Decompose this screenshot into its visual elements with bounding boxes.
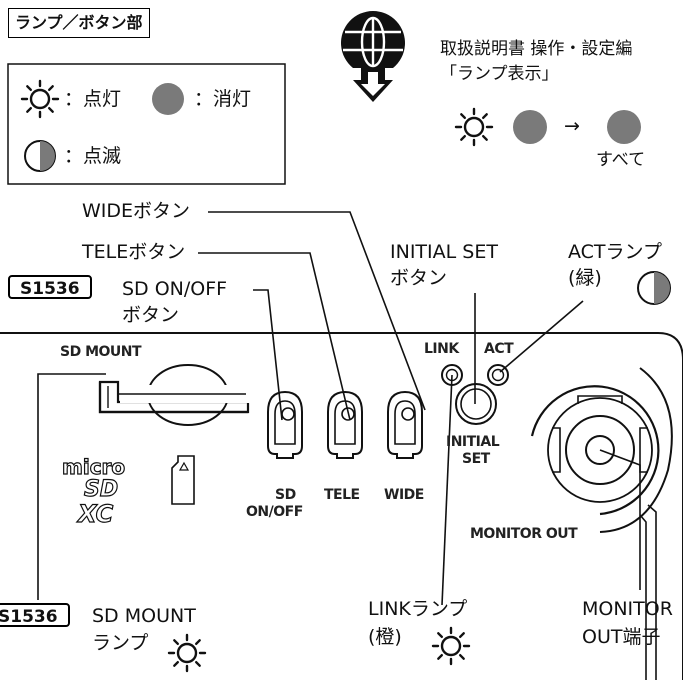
legend-box [7,63,286,185]
link-lamp-callout-line1: LINKランプ [368,598,468,620]
panel-wide-label: WIDE [384,487,424,503]
sd-mount-callout-line2: ランプ [92,632,149,654]
legend-lit-label: ：点灯 [64,88,122,110]
initial-set-callout-line2: ボタン [390,267,448,289]
panel-act-label: ACT [484,341,514,357]
manual-arrow: → [564,115,580,137]
leader-lines [37,211,641,606]
link-lamp-callout-line2: (橙) [368,626,402,648]
legend-blink-label: ：点滅 [64,145,122,167]
manual-lit-icon [454,107,494,147]
tele-leader [198,252,351,421]
model-badge-bottom: S1536 [0,603,70,627]
panel-sd-mount-label: SD MOUNT [60,344,142,360]
sd-onoff-callout-line2: ボタン [122,304,180,326]
wide-leader [208,211,426,411]
wide-button-shape [387,391,423,459]
tele-button-callout: TELEボタン [82,241,186,263]
sd-mount-leader [37,373,106,600]
link-leader [441,374,453,606]
legend-title: ランプ／ボタン部 [8,8,150,38]
manual-all-off-icon [607,110,641,144]
xc-text: XC [76,500,114,528]
wide-button-callout: WIDEボタン [82,200,191,222]
act-leader [499,300,584,373]
globe-download-icon [341,11,405,102]
sd-mount-callout-line1: SD MOUNT [92,605,196,627]
initial-set-button-shape [455,383,497,425]
panel-initial-label: INITIAL [446,434,500,450]
panel-link-label: LINK [424,341,459,357]
micro-text: micro [62,455,125,479]
sd-onoff-button-shape [267,391,303,459]
sd-onoff-leader [253,289,283,421]
microsd-logo: micro SD XC [61,454,125,528]
act-lamp-callout-line1: ACTランプ [568,241,662,263]
legend-off-label: ：消灯 [194,88,252,110]
legend-lit-icon [20,79,60,119]
legend-off-icon [152,83,184,115]
monitor-callout-line2: OUT端子 [582,626,661,648]
link-lit-icon [431,626,471,666]
monitor-leader [599,449,641,590]
manual-line2: 「ランプ表示」 [440,64,559,84]
legend-blink-icon [24,140,56,172]
sd-card-slot [98,364,250,426]
act-blink-icon [637,271,671,305]
panel-tele-label: TELE [324,487,360,503]
initial-set-callout-line1: INITIAL SET [390,241,498,263]
panel-sd-label: SD [275,487,296,503]
sd-logo-text: SD [84,477,118,502]
act-lamp-callout-line2: (緑) [568,267,602,289]
sd-mount-lit-icon [167,633,207,673]
manual-line1: 取扱説明書 操作・設定編 [440,39,633,59]
manual-all-label: すべて [596,150,646,170]
manual-off-icon [513,110,547,144]
sd-onoff-callout-line1: SD ON/OFF [122,278,228,300]
panel-set-label: SET [462,451,490,467]
microsd-card-icon [171,455,195,505]
panel-monitor-out-label: MONITOR OUT [470,526,578,542]
panel-onoff-label: ON/OFF [246,504,303,520]
model-badge-top: S1536 [8,275,92,299]
monitor-callout-line1: MONITOR [582,598,673,620]
